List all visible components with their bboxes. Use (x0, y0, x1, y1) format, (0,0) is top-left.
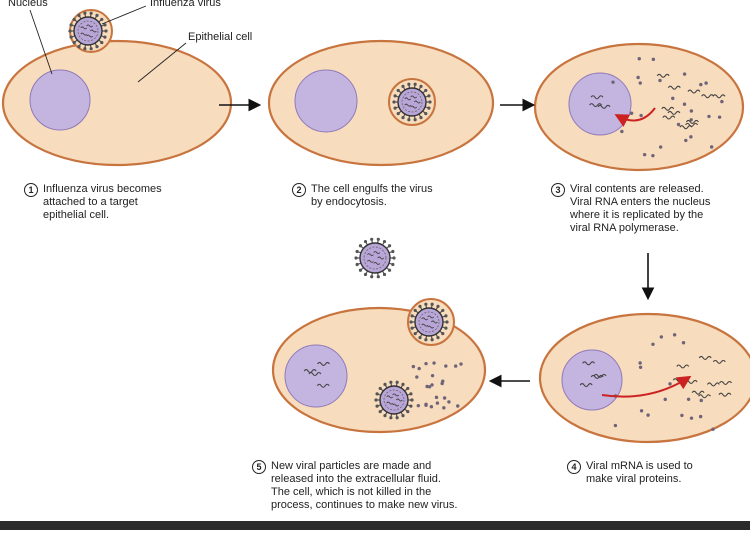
step-1-number: 1 (24, 183, 38, 197)
step-4-text: Viral mRNA is used to make viral protein… (586, 460, 693, 485)
cell-2-virus (392, 82, 432, 122)
cell-5-nuclear-rna (303, 361, 330, 388)
step-5-text: New viral particles are made and release… (271, 460, 458, 511)
virus-leader-line (101, 5, 147, 25)
step-3-caption: 3 Viral contents are released. Viral RNA… (551, 183, 710, 235)
step-2-caption: 2 The cell engulfs the virus by endocyto… (292, 183, 433, 209)
step-3-text: Viral contents are released. Viral RNA e… (570, 183, 711, 234)
released-virus (354, 237, 396, 279)
bottom-edge-bar (0, 521, 750, 530)
epithelial-leader-line (137, 42, 187, 83)
cell-1-nucleus (29, 69, 91, 131)
step-3-number: 3 (551, 183, 565, 197)
cell-1-virus (68, 11, 108, 51)
cell-3-nuclear-rna (589, 95, 611, 109)
cell-3 (533, 42, 745, 172)
nucleus-label: Nucleus (8, 0, 48, 9)
cell-4-nucleus (561, 349, 623, 411)
step-2-text: The cell engulfs the virus by endocytosi… (311, 183, 433, 208)
cell-4-mrna-export-arrow (601, 375, 692, 398)
cell-4-nuclear-rna (579, 361, 607, 388)
cell-3-rna-import-arrow (614, 107, 656, 127)
step-4-caption: 4 Viral mRNA is used to make viral prote… (567, 460, 693, 486)
cell-5-budding-virus (409, 302, 449, 342)
cell-3-viral-particles (611, 56, 724, 158)
step-2-number: 2 (292, 183, 306, 197)
cell-2-nucleus (294, 69, 358, 133)
cell-5-nucleus (284, 344, 348, 408)
step-1-text: Influenza virus becomes attached to a ta… (43, 183, 162, 221)
cell-5-viral-particles (411, 361, 463, 410)
nucleus-leader-line (29, 9, 53, 75)
cell-5-internal-virus (374, 380, 414, 420)
step-5-caption: 5 New viral particles are made and relea… (252, 460, 457, 512)
cell-3-viral-rna (656, 73, 726, 130)
step-1-caption: 1 Influenza virus becomes attached to a … (24, 183, 162, 222)
step-4-number: 4 (567, 460, 581, 474)
step-5-number: 5 (252, 460, 266, 474)
cell-4-viral-particles (613, 333, 715, 431)
epithelial-cell-label: Epithelial cell (188, 31, 252, 43)
influenza-virus-label: Influenza virus (150, 0, 221, 9)
